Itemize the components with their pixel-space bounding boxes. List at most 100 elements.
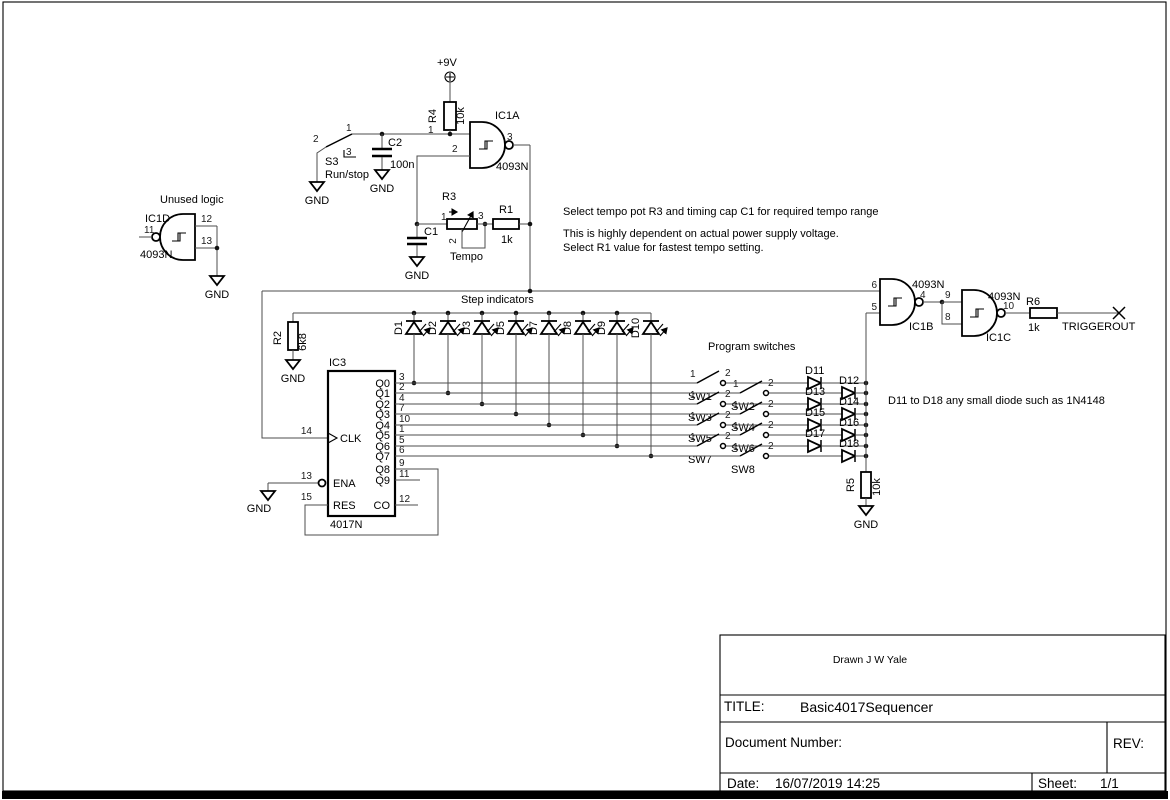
ic1a-pin3: 3 (507, 132, 513, 143)
led-d8: D8 (562, 310, 599, 438)
ic3-q4-num: 10 (399, 414, 411, 425)
sw-pin1: 1 (690, 369, 696, 380)
program-row-7: 1 2 SW7 D17 (395, 428, 869, 466)
sw-pin1: 1 (733, 400, 739, 411)
ic3-q9-num: 11 (399, 469, 410, 480)
c1-ref: C1 (424, 226, 438, 238)
r4-value: 10k (455, 107, 467, 125)
ic3-q0: Q0 (375, 378, 390, 390)
ic1c-pin8: 8 (945, 312, 951, 323)
date-label: Date: (727, 776, 759, 791)
capacitor-c2: C2 100n GND (370, 134, 414, 195)
gnd-label: GND (405, 270, 430, 282)
gnd-symbol (308, 181, 326, 193)
ic1c-pin10: 10 (1003, 301, 1015, 312)
resistor-r5: R5 10k GND (845, 471, 883, 531)
ic3-part: 4017N (330, 519, 362, 531)
step-indicators-label: Step indicators (461, 294, 534, 306)
ic3-ref: IC3 (329, 357, 346, 369)
program-row-4: 1 2 SW4 D14 (395, 396, 869, 434)
sw-ref: SW8 (731, 464, 755, 476)
ic3-q6: Q6 (375, 441, 390, 453)
led-d10: D10 (630, 313, 667, 459)
ic1b-pin5: 5 (871, 302, 877, 313)
gate-ic1c: 9 8 10 4093N IC1C (939, 289, 1030, 344)
diode-ref: D15 (805, 407, 825, 419)
r3-pin2: 2 (448, 238, 459, 244)
diode-note: D11 to D18 any small diode such as 1N414… (888, 395, 1105, 407)
r4-ref: R4 (427, 109, 439, 123)
sw-pin2: 2 (725, 389, 731, 400)
program-row-1: 1 2 SW1 D11 (395, 365, 869, 403)
sw-pin2: 2 (768, 378, 774, 389)
led-label: D8 (562, 321, 574, 335)
resistor-r4: R4 10k (427, 101, 467, 134)
program-row-6: 1 2 SW6 D16 (395, 417, 869, 455)
date-value: 16/07/2019 14:25 (775, 776, 880, 791)
ic1c-part: 4093N (988, 291, 1020, 303)
diode-ref: D11 (805, 365, 824, 377)
led-label: D9 (596, 321, 608, 335)
c2-value: 100n (390, 159, 414, 171)
gnd-symbol (408, 256, 426, 268)
s3-pin1: 1 (346, 123, 352, 134)
ic1c-pin9: 9 (945, 290, 951, 301)
ic3-q3-num: 7 (399, 403, 405, 414)
r6-ref: R6 (1026, 296, 1040, 308)
ic1a-pin1: 1 (428, 125, 434, 136)
sw-pin2: 2 (725, 410, 731, 421)
led-label: D5 (495, 321, 507, 335)
ic3-q7-num: 6 (399, 445, 405, 456)
program-row-3: 1 2 SW3 D13 (395, 386, 869, 424)
gnd-label: GND (305, 195, 330, 207)
led-d3: D3 (461, 310, 498, 407)
ic3-clk-name: CLK (340, 433, 362, 445)
sw-pin2: 2 (725, 368, 731, 379)
c2-ref: C2 (388, 137, 402, 149)
resistor-r2: R2 6k8 GND (272, 313, 309, 385)
sw-pin1: 1 (733, 379, 739, 390)
gnd-symbol (284, 359, 302, 371)
gate-ic1a: 1 2 3 IC1A 4093N (416, 110, 530, 224)
led-label: D1 (393, 321, 405, 335)
diode-ref: D14 (839, 396, 859, 408)
gnd-symbol (208, 275, 226, 287)
ic1b-ref: IC1B (909, 321, 933, 333)
gnd-label: GND (247, 503, 272, 515)
ic3-co-num: 12 (399, 494, 411, 505)
note-line1: Select tempo pot R3 and timing cap C1 fo… (563, 206, 879, 218)
diode-ref: D16 (839, 417, 859, 429)
sw-pin2: 2 (768, 441, 774, 452)
diode-ref: D13 (805, 386, 825, 398)
doc-number-label: Document Number: (725, 735, 842, 750)
ic3-ena-name: ENA (333, 478, 356, 490)
ic3-q8: Q8 (375, 464, 390, 476)
diode-ref: D12 (839, 375, 859, 387)
unused-logic-label: Unused logic (160, 194, 224, 206)
gnd-symbol (259, 490, 277, 502)
ic1d-pin12: 12 (201, 214, 213, 225)
ic3-q2-num: 4 (399, 393, 405, 404)
program-switches-label: Program switches (708, 341, 796, 353)
led-d9: D9 (596, 310, 633, 449)
ic3-q2: Q2 (375, 399, 390, 411)
led-label: D3 (461, 321, 473, 335)
sw-pin1: 1 (690, 411, 696, 422)
ic3-ena-num: 13 (301, 471, 313, 482)
ic1d-pin13: 13 (201, 236, 213, 247)
r5-ref: R5 (845, 478, 857, 492)
ic1d-ref: IC1D (145, 213, 170, 225)
program-row-2: 1 2 SW2 D12 (395, 375, 869, 413)
led-label: D2 (427, 321, 439, 335)
gnd-label: GND (854, 519, 879, 531)
ic3-q7: Q7 (375, 451, 390, 463)
gate-ic1d: Unused logic IC1D 11 4093N 12 13 GND (139, 194, 229, 301)
ic3-q9: Q9 (375, 475, 390, 487)
gnd-label: GND (281, 373, 306, 385)
ic3-q1-num: 2 (399, 382, 405, 393)
led-d7: D7 (528, 310, 565, 428)
sw-pin2: 2 (768, 399, 774, 410)
r3-function: Tempo (450, 251, 483, 263)
gnd-label: GND (370, 183, 395, 195)
